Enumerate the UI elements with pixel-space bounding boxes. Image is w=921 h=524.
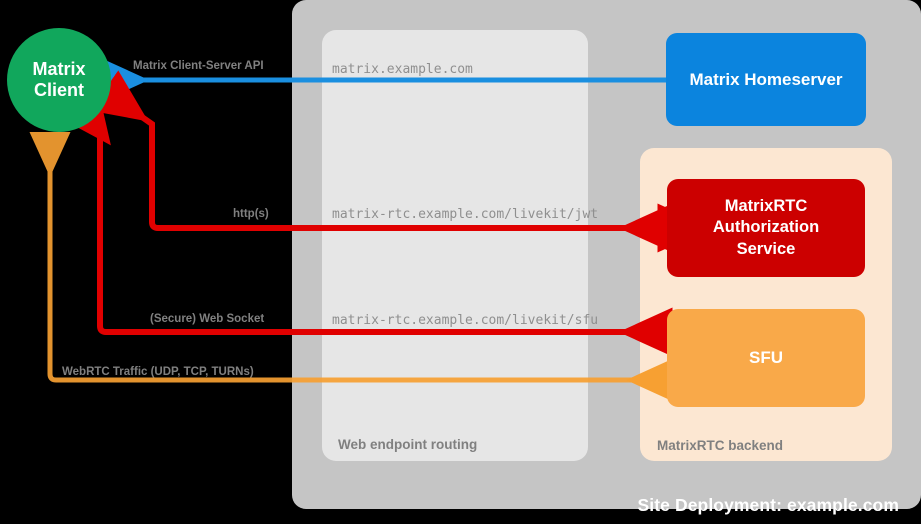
sfu-label: SFU	[749, 348, 783, 367]
auth-service-label-line2: Authorization	[712, 218, 820, 237]
edge-label-webrtc-traffic: WebRTC Traffic (UDP, TCP, TURNs)	[62, 366, 254, 378]
endpoint-label-livekit-jwt: matrix-rtc.example.com/livekit/jwt	[332, 207, 599, 222]
edge-webrtc-traffic	[29, 132, 667, 383]
node-matrix-client[interactable]: Matrix Client	[7, 28, 111, 132]
edge-label-client-server-api: Matrix Client-Server API	[133, 60, 264, 72]
matrix-client-label-line2: Client	[33, 80, 84, 100]
matrix-client-label-line1: Matrix	[32, 59, 86, 80]
matrix-homeserver-label: Matrix Homeserver	[689, 69, 843, 89]
edge-label-https: http(s)	[233, 208, 269, 220]
edge-secure-web-socket	[58, 87, 667, 335]
endpoint-label-matrix: matrix.example.com	[332, 62, 473, 77]
auth-service-label-line3: Service	[736, 239, 796, 258]
node-matrix-homeserver[interactable]: Matrix Homeserver	[666, 33, 866, 126]
node-sfu[interactable]: SFU	[667, 309, 865, 407]
node-matrixrtc-authorization-service[interactable]: MatrixRTC Authorization Service	[667, 179, 865, 277]
matrixrtc-backend-title: MatrixRTC backend	[657, 438, 784, 453]
endpoint-label-livekit-sfu: matrix-rtc.example.com/livekit/sfu	[332, 313, 599, 328]
web-endpoint-routing-title: Web endpoint routing	[338, 437, 478, 452]
site-deployment-title: Site Deployment: example.com	[637, 495, 899, 515]
web-endpoint-routing-container	[322, 30, 588, 461]
edge-label-web-socket: (Secure) Web Socket	[150, 313, 265, 325]
auth-service-label-line1: MatrixRTC	[724, 196, 808, 215]
